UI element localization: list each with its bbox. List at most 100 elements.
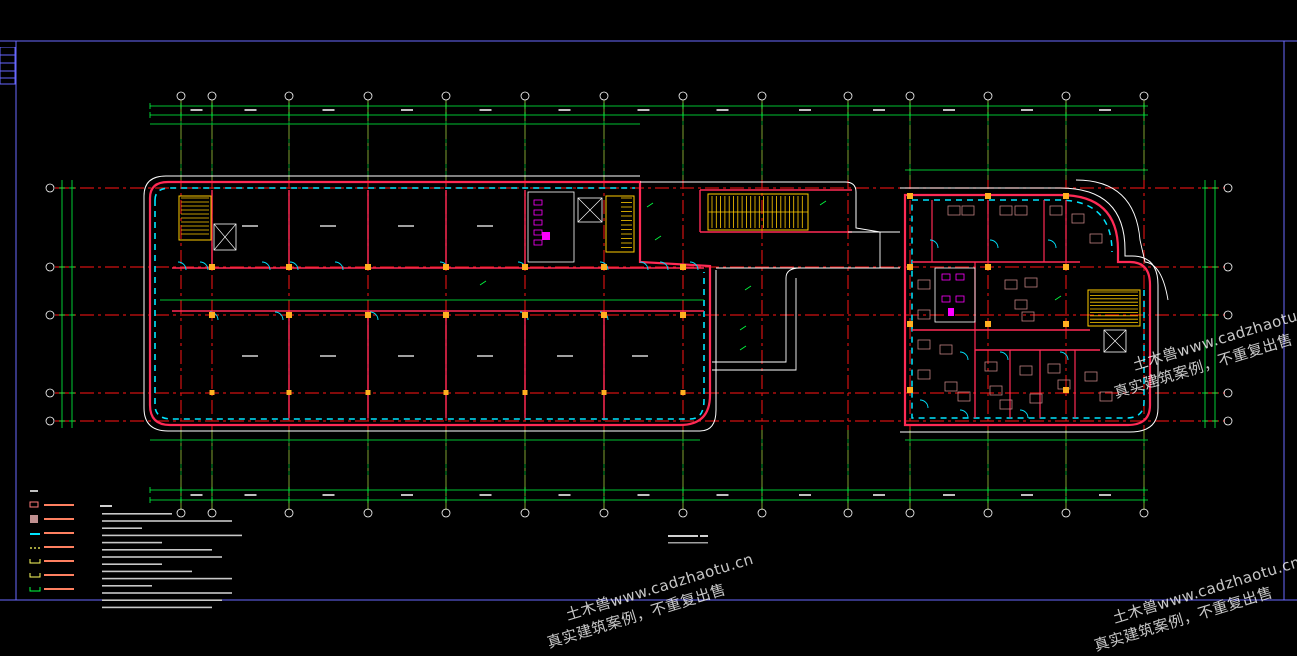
axis-bubbles: [45, 91, 1233, 518]
notes-title: [100, 505, 112, 507]
furniture-desk: [1049, 205, 1063, 216]
axis-bubble: [441, 91, 451, 101]
structural-column: [601, 390, 607, 395]
room-label: [320, 355, 336, 357]
dimension-text: [1021, 494, 1033, 496]
fixture: [941, 295, 951, 303]
structural-column: [1063, 264, 1069, 270]
axis-bubble: [207, 508, 217, 518]
room-label: [242, 225, 258, 227]
furniture-desk: [1014, 205, 1028, 216]
dimension-text: [322, 109, 335, 111]
axis-bubble: [1061, 91, 1071, 101]
structural-column: [443, 390, 449, 395]
legend-label: [44, 588, 74, 590]
door-swing: [919, 399, 929, 409]
legend-symbol-bracket: [29, 573, 41, 578]
room-label: [398, 355, 414, 357]
structural-column: [522, 390, 528, 395]
structural-column: [907, 387, 913, 393]
elevator-cross: [213, 223, 237, 251]
furniture-desk: [944, 381, 958, 392]
structural-column: [522, 312, 528, 318]
dimension-text: [244, 109, 257, 111]
annotation-leader: [654, 235, 662, 241]
fixture: [948, 308, 954, 316]
room-label: [477, 225, 493, 227]
door-swing: [274, 311, 284, 321]
notes-line: [102, 577, 232, 580]
elevator-shaft: [213, 223, 237, 251]
structural-column: [680, 390, 686, 395]
axis-bubble: [905, 91, 915, 101]
furniture-desk: [1029, 393, 1043, 404]
notes-line: [102, 534, 242, 537]
structural-column: [907, 264, 913, 270]
stair-outline: [605, 195, 635, 253]
structural-column: [985, 193, 991, 199]
structural-column: [365, 312, 371, 318]
structural-column: [286, 264, 292, 270]
dimension-text: [716, 494, 729, 496]
legend-title: [30, 490, 38, 492]
axis-bubble: [176, 508, 186, 518]
legend-symbol-square: [30, 515, 38, 523]
curtain-wall-glazing: [911, 204, 1145, 419]
annotation-leader: [646, 202, 654, 208]
axis-bubble: [284, 508, 294, 518]
furniture-desk: [917, 279, 931, 290]
dimension-text: [1099, 494, 1111, 496]
door-swing: [689, 261, 699, 271]
dimension-text: [558, 109, 571, 111]
legend-label: [44, 504, 74, 506]
furniture-desk: [989, 385, 1003, 396]
walkway-ramp: [712, 278, 787, 363]
drawing-scale: [700, 535, 708, 537]
axis-bubble: [1223, 416, 1233, 426]
walkway-ramp: [712, 278, 797, 371]
furniture-desk: [1014, 299, 1028, 310]
axis-bubble: [1223, 262, 1233, 272]
dimension-text: [799, 494, 811, 496]
annotation-leader: [744, 285, 752, 291]
axis-bubble: [176, 91, 186, 101]
dimension-text: [873, 494, 885, 496]
structural-column: [985, 264, 991, 270]
main-building-outer-wall: [148, 180, 712, 427]
door-swing: [177, 261, 187, 271]
door-swing: [959, 409, 969, 419]
structural-column: [907, 321, 913, 327]
structural-column: [1063, 321, 1069, 327]
room-label: [632, 355, 648, 357]
drawing-title: [668, 535, 698, 537]
structural-column: [443, 264, 449, 270]
door-swing: [659, 261, 669, 271]
notes-line: [102, 556, 222, 558]
dimension-text: [401, 109, 413, 111]
axis-bubble: [757, 508, 767, 518]
axis-bubble: [284, 91, 294, 101]
structural-column: [680, 312, 686, 318]
side-toolbar-stub: [0, 46, 16, 85]
notes-line: [102, 520, 232, 522]
dimension-text: [558, 494, 571, 496]
right-building-outer-wall: [903, 193, 1152, 427]
right-building-parapet: [900, 187, 1159, 433]
door-swing: [959, 351, 969, 361]
annotation-leader: [819, 200, 827, 206]
legend-label: [44, 546, 74, 548]
notes-line: [102, 592, 232, 594]
notes-line: [102, 599, 222, 601]
fixture: [533, 199, 543, 206]
design-notes: [100, 505, 708, 609]
furniture-desk: [917, 339, 931, 350]
drawing-subtitle: [668, 542, 708, 544]
door-swing: [989, 239, 999, 249]
dimension-text: [943, 109, 955, 111]
notes-line: [102, 541, 162, 544]
axis-bubble: [45, 262, 55, 272]
legend-label: [44, 574, 74, 576]
dimension-text: [637, 109, 650, 111]
fixture: [533, 219, 543, 226]
